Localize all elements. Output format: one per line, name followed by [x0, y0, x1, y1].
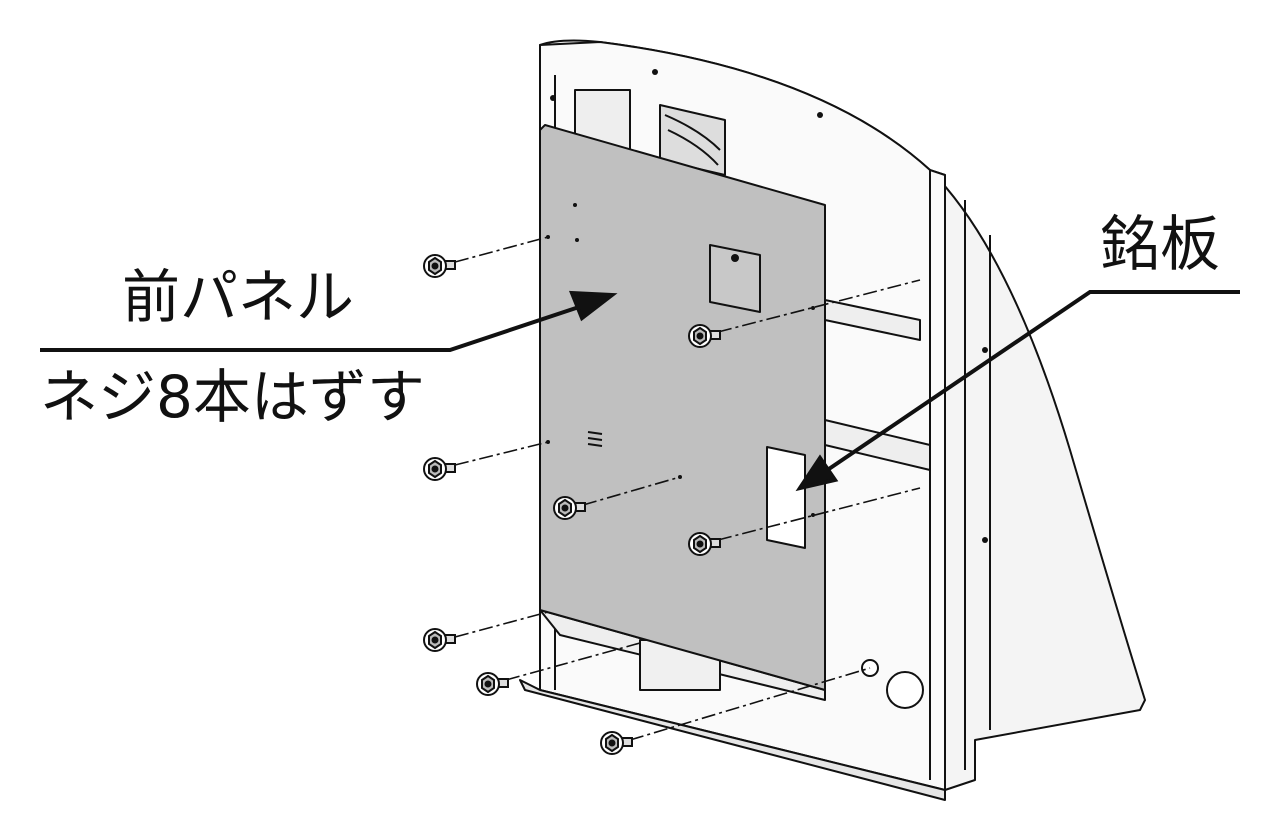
- vent-slots: [587, 431, 603, 447]
- nameplate-label: 銘板: [1100, 210, 1220, 280]
- screw-guide-lines: [454, 236, 921, 741]
- nameplate: [766, 446, 806, 549]
- screw-icon: [688, 324, 721, 348]
- screw-icon: [423, 457, 456, 481]
- panel-holes: [546, 69, 988, 543]
- nameplate-arrowhead: [795, 454, 839, 492]
- screw-icon: [688, 532, 721, 556]
- screw-icon: [476, 672, 509, 696]
- front-panel: [539, 124, 826, 691]
- screw-icon: [423, 628, 456, 652]
- remove-screws-label: ネジ8本はずす: [40, 363, 425, 431]
- screw-icon: [600, 731, 633, 755]
- screw-icon: [553, 496, 586, 520]
- wire-harness: [659, 104, 726, 176]
- front-panel-arrowhead: [568, 290, 618, 322]
- nameplate-leader-line: [818, 290, 1240, 477]
- cabinet-base: [519, 679, 946, 801]
- front-panel-label: 前パネル: [122, 263, 355, 331]
- knockout-hole: [886, 671, 924, 709]
- inspection-cover: [709, 244, 761, 313]
- screw-icon: [423, 254, 456, 278]
- front-panel-leader-line: [40, 303, 586, 352]
